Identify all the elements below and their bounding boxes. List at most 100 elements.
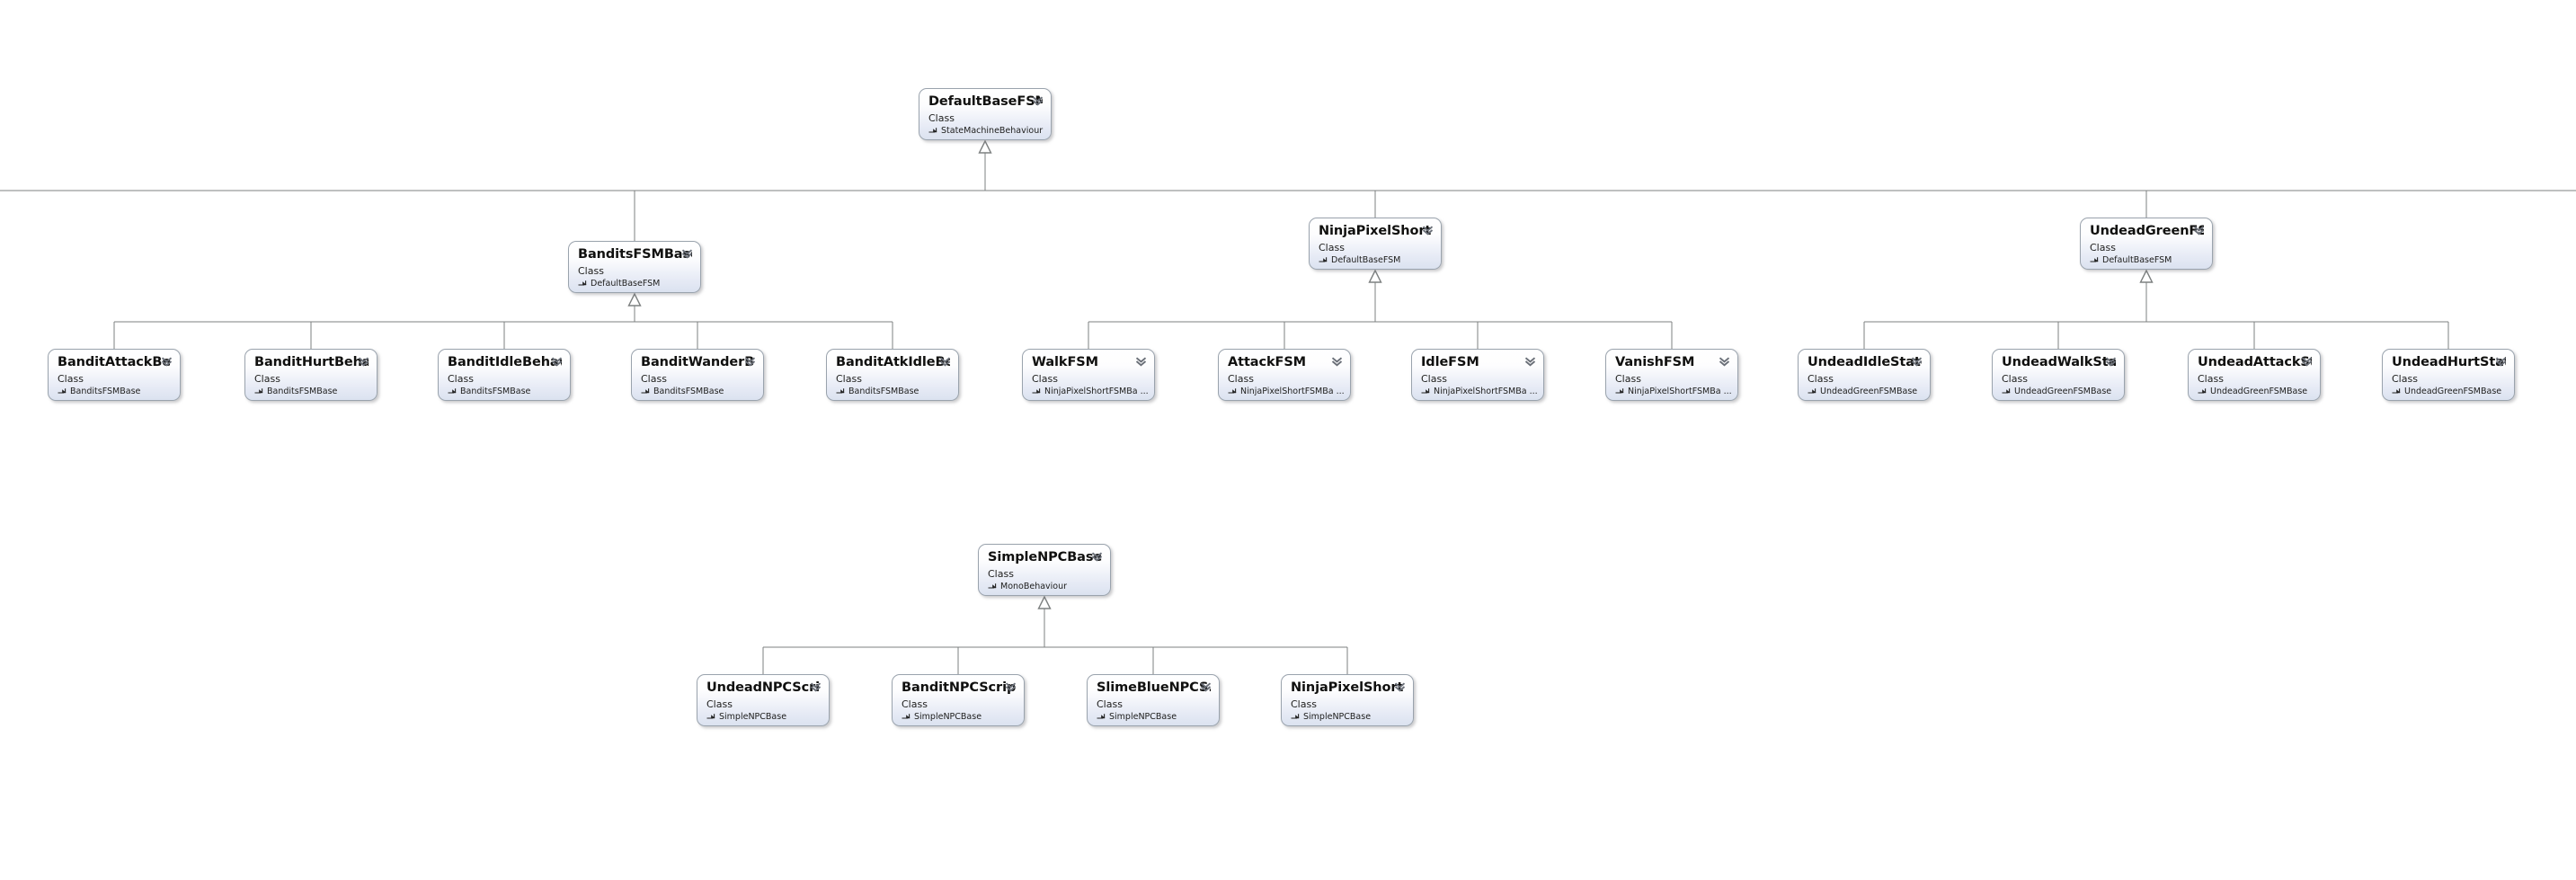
class-node-title: IdleFSM	[1421, 356, 1479, 369]
class-node-title: SlimeBlueNPCS...	[1097, 681, 1211, 695]
chevron-double-down-icon[interactable]	[939, 357, 951, 367]
inherits-arrow-icon	[706, 714, 715, 719]
class-node-title: UndeadHurtState	[2392, 356, 2506, 369]
class-node-kind: Class	[1319, 242, 1345, 253]
class-node-kind: Class	[988, 568, 1014, 580]
class-node-kind: Class	[2392, 373, 2418, 385]
class-node-title: BanditHurtBeha...	[254, 356, 369, 369]
inherits-arrow-icon	[1615, 388, 1624, 394]
class-node-kind: Class	[641, 373, 667, 385]
chevron-double-down-icon[interactable]	[1091, 552, 1103, 562]
class-node-kind: Class	[58, 373, 84, 385]
chevron-double-down-icon[interactable]	[2193, 226, 2205, 236]
class-node-title: BanditNPCScript	[902, 681, 1016, 695]
class-node-baseclass: BanditsFSMBase	[836, 387, 950, 397]
class-node-baseclass: UndeadGreenFSMBase	[2392, 387, 2506, 397]
class-node-baseclass: StateMachineBehaviour	[928, 126, 1043, 137]
chevron-double-down-icon[interactable]	[1200, 682, 1212, 692]
chevron-double-down-icon[interactable]	[161, 357, 173, 367]
class-node-UndeadAttackState[interactable]: UndeadAttackSt ...ClassUndeadGreenFSMBas…	[2188, 349, 2321, 401]
class-node-kind: Class	[2198, 373, 2224, 385]
inherits-arrow-icon	[1808, 388, 1817, 394]
class-node-title: WalkFSM	[1032, 356, 1098, 369]
inherits-arrow-icon	[988, 583, 997, 589]
chevron-double-down-icon[interactable]	[1524, 357, 1536, 367]
chevron-double-down-icon[interactable]	[2105, 357, 2117, 367]
class-node-title: BanditsFSMBase	[578, 248, 692, 262]
chevron-double-down-icon[interactable]	[1394, 682, 1406, 692]
chevron-double-down-icon[interactable]	[1135, 357, 1147, 367]
chevron-double-down-icon[interactable]	[744, 357, 756, 367]
inherits-arrow-icon	[2002, 388, 2011, 394]
class-node-baseclass-label: BanditsFSMBase	[70, 387, 141, 396]
class-node-UndeadHurtState[interactable]: UndeadHurtStateClassUndeadGreenFSMBase	[2382, 349, 2515, 401]
inherits-arrow-icon	[928, 128, 937, 133]
inherits-arrow-icon	[1319, 257, 1328, 262]
class-node-kind: Class	[1421, 373, 1447, 385]
chevron-double-down-icon[interactable]	[358, 357, 369, 367]
class-node-baseclass-label: NinjaPixelShortFSMBa ...	[1044, 387, 1149, 396]
chevron-double-down-icon[interactable]	[681, 249, 693, 259]
inherits-arrow-icon	[254, 388, 263, 394]
inherits-arrow-icon	[902, 714, 910, 719]
class-node-baseclass: NinjaPixelShortFSMBa ...	[1228, 387, 1345, 397]
inherits-arrow-icon	[1032, 388, 1041, 394]
chevron-double-down-icon[interactable]	[2495, 357, 2507, 367]
class-node-title: BanditIdleBehav ...	[448, 356, 562, 369]
chevron-double-down-icon[interactable]	[810, 682, 822, 692]
inherits-arrow-icon	[641, 388, 650, 394]
class-node-kind: Class	[928, 112, 955, 124]
inherits-arrow-icon	[578, 280, 587, 286]
chevron-double-down-icon[interactable]	[1911, 357, 1923, 367]
chevron-double-down-icon[interactable]	[1331, 357, 1343, 367]
class-node-title: BanditAttackBe ...	[58, 356, 172, 369]
class-node-baseclass: SimpleNPCBase	[706, 712, 821, 723]
class-node-UndeadWalkState[interactable]: UndeadWalkStateClassUndeadGreenFSMBase	[1992, 349, 2125, 401]
class-node-baseclass-label: BanditsFSMBase	[653, 387, 724, 396]
class-node-kind: Class	[1808, 373, 1834, 385]
chevron-double-down-icon[interactable]	[1719, 357, 1730, 367]
class-node-title: UndeadWalkState	[2002, 356, 2116, 369]
chevron-double-down-icon[interactable]	[1032, 96, 1044, 106]
class-node-baseclass-label: UndeadGreenFSMBase	[1820, 387, 1918, 396]
class-node-baseclass: UndeadGreenFSMBase	[2198, 387, 2312, 397]
inherits-arrow-icon	[1228, 388, 1237, 394]
chevron-double-down-icon[interactable]	[551, 357, 563, 367]
inherits-arrow-icon	[1291, 714, 1300, 719]
class-node-baseclass: NinjaPixelShortFSMBa ...	[1032, 387, 1149, 397]
class-node-title: NinjaPixelShort ...	[1291, 681, 1405, 695]
class-node-baseclass-label: DefaultBaseFSM	[591, 279, 661, 289]
chevron-double-down-icon[interactable]	[1422, 226, 1434, 236]
class-node-baseclass-label: UndeadGreenFSMBase	[2014, 387, 2112, 396]
chevron-double-down-icon[interactable]	[2301, 357, 2313, 367]
chevron-double-down-icon[interactable]	[1005, 682, 1017, 692]
generalization-arrowhead	[1368, 269, 1382, 283]
class-node-UndeadNPCScript[interactable]: UndeadNPCScriptClassSimpleNPCBase	[697, 674, 830, 726]
inherits-arrow-icon	[2198, 388, 2207, 394]
class-node-kind: Class	[1097, 698, 1123, 710]
class-node-title: AttackFSM	[1228, 356, 1306, 369]
class-node-baseclass: SimpleNPCBase	[902, 712, 1016, 723]
class-node-baseclass-label: BanditsFSMBase	[460, 387, 531, 396]
class-node-baseclass-label: BanditsFSMBase	[267, 387, 338, 396]
class-node-kind: Class	[2090, 242, 2116, 253]
